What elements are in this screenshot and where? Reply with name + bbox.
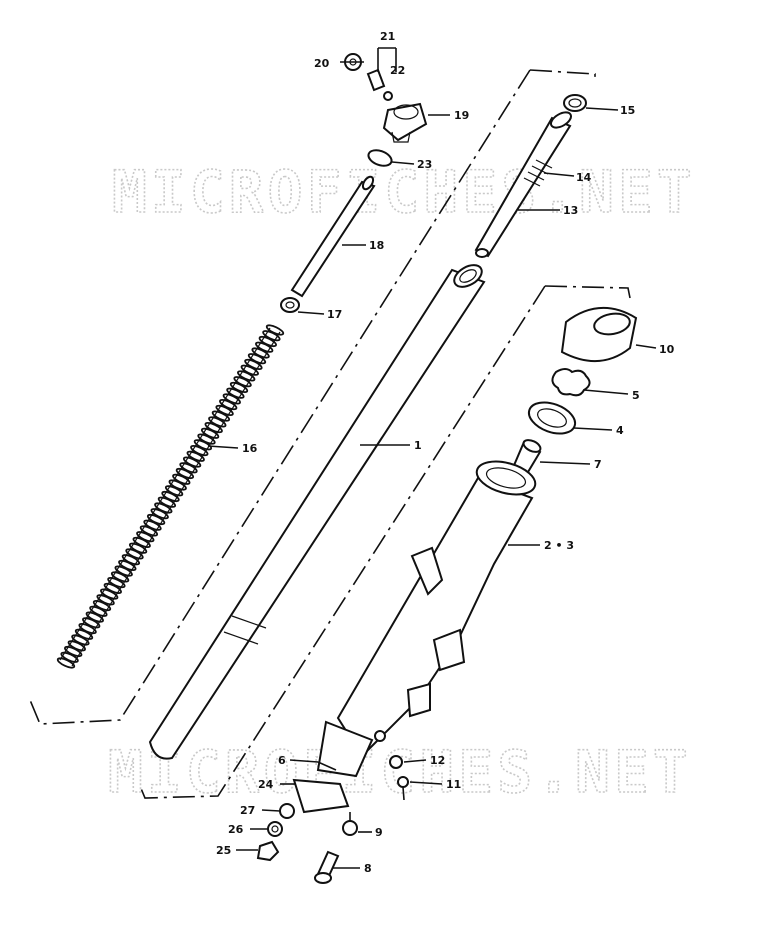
label-12: 12: [430, 754, 445, 767]
stopper-ring-part: [551, 368, 591, 397]
dust-seal-part: [560, 306, 638, 363]
label-4: 4: [616, 424, 624, 437]
washer-12-part: [389, 755, 403, 769]
damper-rod-part: [474, 111, 572, 258]
o-ring-part: [367, 149, 393, 167]
label-15: 15: [620, 104, 635, 117]
washer-26-part: [267, 821, 283, 837]
label-25: 25: [216, 844, 231, 857]
air-valve-part: [366, 68, 393, 101]
label-11: 11: [446, 778, 461, 791]
label-5: 5: [632, 389, 640, 402]
washer-27-part: [279, 803, 295, 819]
group-bracket-right: [139, 285, 631, 799]
watermark-bottom: MICROFICHES.NET: [108, 738, 692, 806]
label-18: 18: [369, 239, 384, 252]
label-21: 21: [380, 30, 395, 43]
axle-holder-part: [317, 761, 337, 771]
outer-tube-part: [292, 460, 537, 814]
label-2-3: 2 • 3: [544, 539, 574, 552]
spring-part: [56, 324, 285, 669]
label-14: 14: [576, 171, 592, 184]
nut-25-part: [256, 840, 280, 862]
spacer-pipe-part: [290, 175, 376, 298]
label-24: 24: [258, 778, 274, 791]
label-20: 20: [314, 57, 330, 70]
bolt-9-part: [342, 812, 358, 836]
label-26: 26: [228, 823, 244, 836]
label-19: 19: [454, 109, 469, 122]
label-1: 1: [414, 439, 422, 452]
leader-lines: [207, 47, 657, 869]
label-7: 7: [594, 458, 602, 471]
label-27: 27: [240, 804, 255, 817]
label-16: 16: [242, 442, 258, 455]
inner-tube-part: [148, 264, 486, 760]
rebound-spring-part: [563, 94, 587, 112]
cap-bolt-part: [382, 102, 428, 143]
label-10: 10: [659, 343, 675, 356]
group-bracket-left: [29, 69, 596, 725]
label-6: 6: [278, 754, 286, 767]
bolt-8-part: [314, 850, 340, 884]
label-9: 9: [375, 826, 383, 839]
bolt-11-part: [397, 776, 409, 801]
label-22: 22: [390, 64, 405, 77]
label-23: 23: [417, 158, 432, 171]
part-labels: 20 21 22 19 23 15 14 13 18 17 10 5 4 7 1…: [216, 30, 675, 875]
oil-seal-part: [527, 401, 577, 435]
watermark-top: MICROFICHES.NET: [112, 158, 696, 226]
label-8: 8: [364, 862, 372, 875]
spring-seat-part: [280, 297, 300, 313]
label-13: 13: [563, 204, 578, 217]
label-17: 17: [327, 308, 342, 321]
oil-lock-piece-part: [510, 439, 542, 474]
